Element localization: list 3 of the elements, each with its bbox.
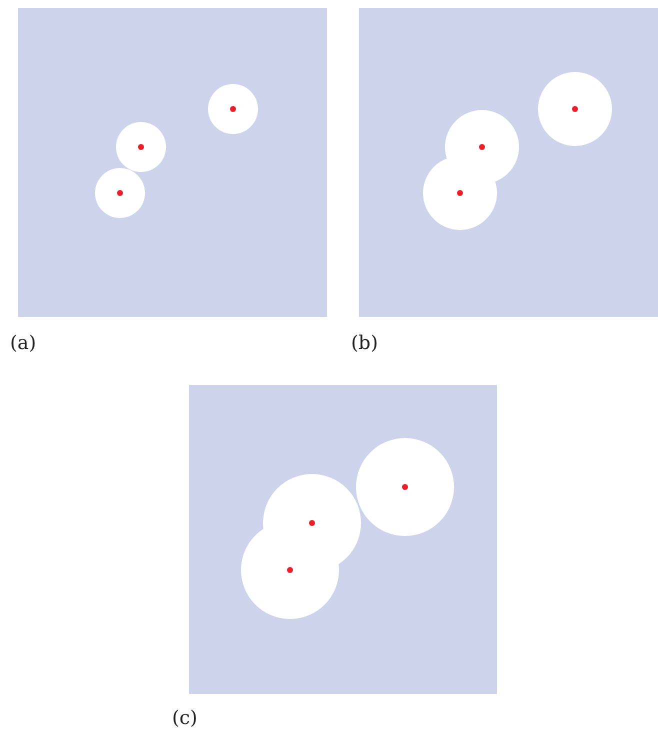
panel-label: (b) bbox=[351, 332, 378, 354]
panel-label: (c) bbox=[172, 707, 198, 729]
panel-label: (a) bbox=[10, 332, 36, 354]
